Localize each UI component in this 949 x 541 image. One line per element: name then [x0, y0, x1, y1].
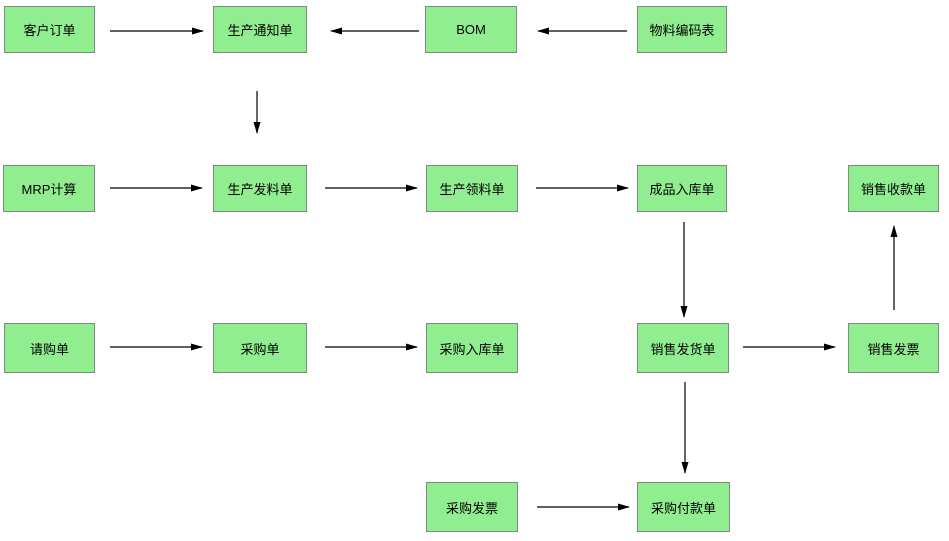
node-production-notice: 生产通知单	[213, 6, 307, 53]
node-sales-receipt: 销售收款单	[848, 165, 939, 212]
node-sales-invoice: 销售发票	[848, 323, 939, 373]
node-purchase-requisition: 请购单	[4, 323, 95, 373]
node-mrp-calculation: MRP计算	[3, 165, 95, 212]
node-purchase-payment: 采购付款单	[637, 482, 730, 532]
node-purchase-receipt: 采购入库单	[426, 323, 518, 373]
node-material-code-table: 物料编码表	[637, 6, 727, 53]
node-bom: BOM	[425, 6, 517, 53]
node-customer-order: 客户订单	[4, 6, 95, 53]
node-production-picking: 生产领料单	[426, 165, 518, 212]
node-sales-delivery: 销售发货单	[637, 323, 729, 373]
node-production-issue: 生产发料单	[213, 165, 307, 212]
node-purchase-invoice: 采购发票	[426, 482, 518, 532]
node-finished-goods-receipt: 成品入库单	[637, 165, 727, 212]
node-purchase-order: 采购单	[213, 323, 307, 373]
